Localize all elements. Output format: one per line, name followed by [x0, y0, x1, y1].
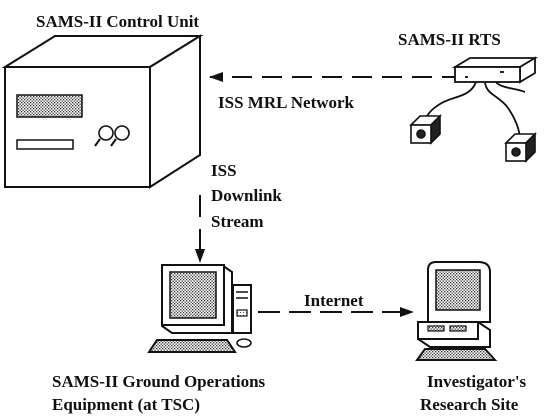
downlink-label-line3: Stream: [211, 212, 264, 231]
control-unit-label: SAMS-II Control Unit: [36, 12, 200, 31]
investigator-computer: [415, 261, 498, 361]
sensor-heads: [409, 114, 537, 163]
ground-ops-caption-line1: SAMS-II Ground Operations: [52, 372, 266, 391]
ground-ops-caption-line2: Equipment (at TSC): [52, 395, 200, 414]
investigator-caption-line2: Research Site: [420, 395, 519, 414]
mrl-network-label: ISS MRL Network: [218, 93, 355, 112]
rts-label: SAMS-II RTS: [398, 30, 501, 49]
rts-device: [451, 56, 539, 84]
downlink-label-line2: Downlink: [211, 186, 282, 205]
control-unit-box: [1, 34, 204, 189]
ground-ops-computer: [147, 264, 252, 353]
downlink-label-line1: ISS: [211, 161, 237, 180]
investigator-caption-line1: Investigator's: [427, 372, 527, 391]
internet-label: Internet: [304, 291, 364, 310]
